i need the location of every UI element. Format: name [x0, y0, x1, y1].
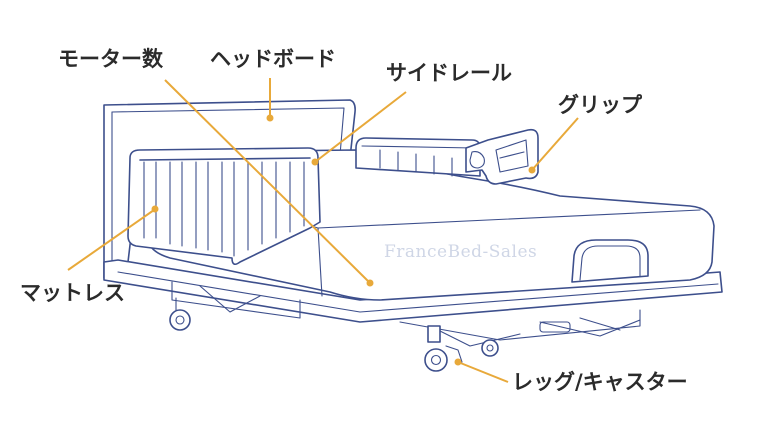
leader-dot-headboard [267, 115, 274, 122]
label-mattress: マットレス [20, 281, 125, 305]
leader-dot-grip [529, 167, 536, 174]
leader-dot-side-rail [312, 159, 319, 166]
leader-leg-caster [458, 362, 508, 382]
caster-mid [482, 340, 498, 356]
label-headboard: ヘッドボード [210, 47, 336, 71]
leader-dot-mattress [152, 206, 159, 213]
caster-left [170, 298, 190, 330]
watermark: FranceBed-Sales [384, 242, 537, 262]
label-leg-caster: レッグ/キャスター [512, 370, 688, 394]
label-side-rail: サイドレール [386, 61, 512, 85]
label-grip: グリップ [558, 93, 643, 117]
leader-grip [532, 118, 578, 170]
leader-dot-leg-caster [455, 359, 462, 366]
leader-dot-motor-count [367, 280, 374, 287]
bed-illustration [104, 100, 722, 371]
label-motor-count: モーター数 [58, 47, 164, 71]
